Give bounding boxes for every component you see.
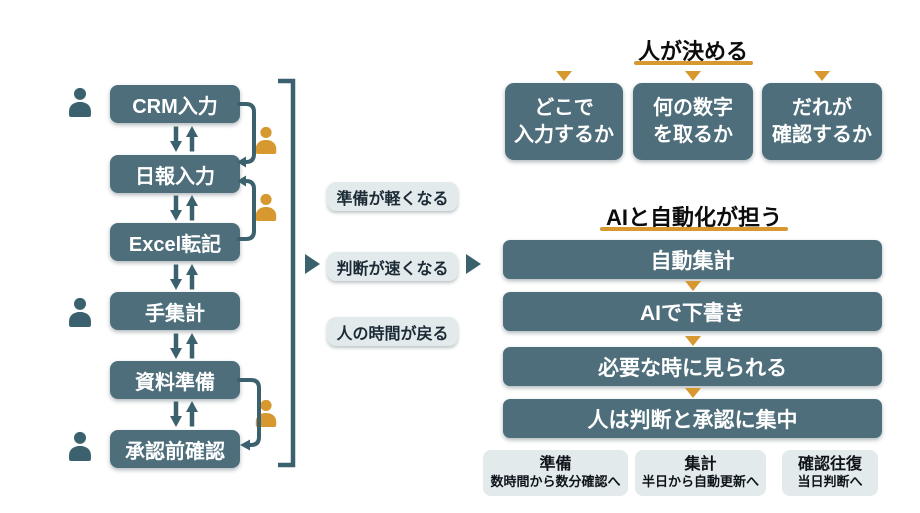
flow-arrow-icon [305, 254, 320, 274]
down-arrow-icon [685, 71, 701, 81]
person-icon [253, 193, 279, 221]
flow-arrow-icon [466, 254, 481, 274]
decision-box-line2: を取るか [653, 123, 733, 146]
loop-arrow-icon [237, 371, 267, 455]
flow-box-daily-report: 日報入力 [110, 155, 240, 193]
person-icon [66, 297, 94, 327]
decision-box-which-numbers: 何の数字 を取るか [633, 83, 753, 160]
down-arrow-icon [814, 71, 830, 81]
decision-box-line2: 入力するか [514, 123, 614, 146]
decision-box-line2: 確認するか [772, 123, 872, 146]
decision-box-line1: 何の数字 [653, 97, 733, 120]
up-down-arrows-icon [167, 263, 201, 291]
metric-box-preparation: 準備 数時間から数分確認へ [483, 450, 628, 496]
title-underline [634, 61, 753, 65]
flow-box-crm-input: CRM入力 [110, 85, 240, 123]
down-arrow-icon [685, 388, 701, 398]
metric-title: 準備 [539, 456, 572, 474]
benefit-pill-time: 人の時間が戻る [327, 317, 458, 346]
down-arrow-icon [685, 336, 701, 346]
ai-bar-ai-draft: AIで下書き [503, 292, 882, 331]
ai-bar-view-when-needed: 必要な時に見られる [503, 347, 882, 386]
ai-bar-auto-aggregation: 自動集計 [503, 240, 882, 279]
down-arrow-icon [556, 71, 572, 81]
flow-box-excel-transcribe: Excel転記 [110, 223, 240, 261]
flow-box-preapproval-check: 承認前確認 [110, 430, 240, 468]
person-icon [253, 126, 279, 154]
title-underline [600, 227, 788, 231]
ai-bar-humans-focus-approval: 人は判断と承認に集中 [503, 399, 882, 438]
benefit-pill-decision: 判断が速くなる [327, 252, 458, 281]
up-down-arrows-icon [167, 125, 201, 153]
loop-arrow-icon [237, 170, 263, 246]
metric-desc: 半日から自動更新へ [641, 474, 759, 490]
flow-box-manual-tally: 手集計 [110, 292, 240, 330]
down-arrow-icon [685, 281, 701, 291]
metric-title: 確認往復 [797, 456, 862, 474]
up-down-arrows-icon [167, 194, 201, 222]
metric-desc: 数時間から数分確認へ [490, 474, 621, 490]
benefit-pill-preparation: 準備が軽くなる [327, 182, 458, 211]
up-down-arrows-icon [167, 400, 201, 428]
bracket-icon [272, 78, 298, 468]
metric-box-confirmation: 確認往復 当日判断へ [782, 450, 878, 496]
metric-desc: 当日判断へ [797, 474, 863, 490]
section-title-human-decides: 人が決める [637, 39, 748, 64]
section-title-ai-automation: AIと自動化が担う [605, 205, 782, 230]
decision-box-who-confirms: だれが 確認するか [762, 83, 882, 160]
metric-title: 集計 [684, 456, 717, 474]
loop-arrow-icon [237, 97, 263, 173]
metric-box-aggregation: 集計 半日から自動更新へ [635, 450, 766, 496]
person-icon [66, 87, 94, 117]
decision-box-where-to-input: どこで 入力するか [505, 83, 623, 160]
person-icon [66, 431, 94, 461]
up-down-arrows-icon [167, 332, 201, 360]
flow-box-doc-prep: 資料準備 [110, 361, 240, 399]
decision-box-line1: だれが [792, 97, 852, 120]
decision-box-line1: どこで [534, 97, 594, 120]
